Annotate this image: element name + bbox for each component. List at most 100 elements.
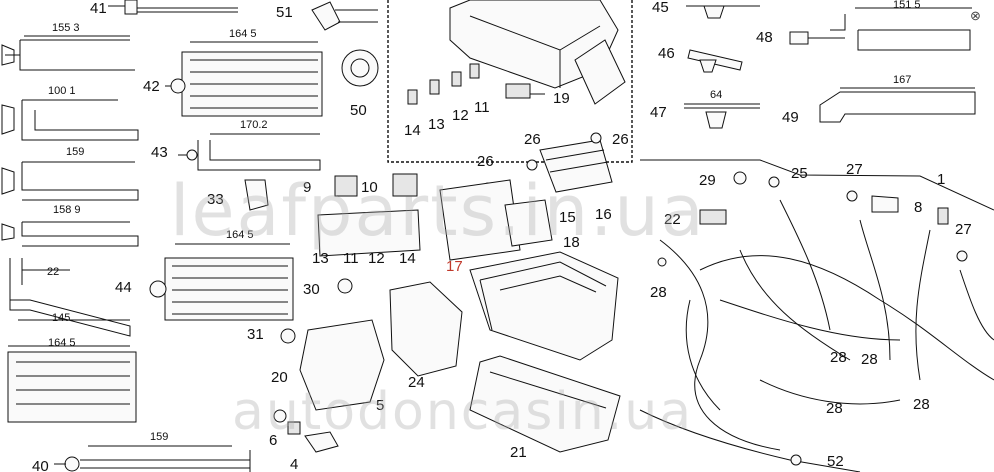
callout-40: 40	[32, 458, 49, 472]
part-42	[165, 41, 323, 117]
dimension-label: 164 5	[48, 337, 76, 349]
callout-13: 13	[428, 116, 445, 133]
part-49	[819, 87, 976, 123]
callout-27: 27	[955, 221, 972, 238]
callout-26: 26	[524, 131, 541, 148]
callout-19: 19	[553, 90, 570, 107]
part-band-1001	[1, 99, 139, 141]
watermark-text: autodoncasin.ua	[232, 382, 694, 442]
callout-17: 17	[446, 258, 463, 275]
dimension-label: 170.2	[240, 119, 268, 131]
dimension-label: 22	[47, 266, 60, 278]
callout-41: 41	[90, 0, 107, 17]
callout-22: 22	[664, 211, 681, 228]
callout-42: 42	[143, 78, 160, 95]
callout-48: 48	[756, 29, 773, 46]
callout-14: 14	[399, 250, 416, 267]
part-40	[54, 445, 251, 472]
callout-14: 14	[404, 122, 421, 139]
callout-28: 28	[650, 284, 667, 301]
part-46	[687, 49, 743, 73]
callout-47: 47	[650, 104, 667, 121]
callout-44: 44	[115, 279, 132, 296]
callout-10: 10	[361, 179, 378, 196]
dimension-label: 145	[52, 312, 71, 324]
close-icon[interactable]: ⊗	[970, 8, 981, 23]
callout-28: 28	[913, 396, 930, 413]
dimension-label: 164 5	[229, 28, 257, 40]
dashed-boundary	[387, 0, 633, 163]
callout-4: 4	[290, 456, 299, 472]
callout-33: 33	[207, 191, 224, 208]
part-band-1515	[789, 7, 972, 51]
part-band-1553	[1, 35, 135, 71]
dimension-label: 158 9	[53, 204, 81, 216]
dimension-label: 159	[150, 431, 169, 443]
callout-11: 11	[343, 250, 359, 267]
callout-28: 28	[826, 400, 843, 417]
callout-8: 8	[914, 199, 923, 216]
callout-12: 12	[452, 107, 469, 124]
callout-18: 18	[563, 234, 580, 251]
callout-46: 46	[658, 45, 675, 62]
parts-11-14-small	[407, 63, 480, 105]
callout-11: 11	[474, 99, 490, 116]
dimension-label: 100 1	[48, 85, 76, 97]
callout-28: 28	[861, 351, 878, 368]
callout-5: 5	[376, 397, 385, 414]
part-fuse-block	[317, 179, 553, 261]
part-cover	[449, 0, 626, 105]
callout-30: 30	[303, 281, 320, 298]
callout-27: 27	[846, 161, 863, 178]
callout-25: 25	[791, 165, 808, 182]
part-band-159	[1, 161, 139, 201]
watermark-text: leafparts.in.ua	[170, 170, 706, 252]
callout-45: 45	[652, 0, 669, 16]
callout-49: 49	[782, 109, 799, 126]
callout-26: 26	[612, 131, 629, 148]
callout-43: 43	[151, 144, 168, 161]
part-45	[686, 5, 760, 19]
dimension-label: 164 5	[226, 229, 254, 241]
callout-29: 29	[699, 172, 716, 189]
part-50	[341, 49, 379, 87]
parts-4-6	[273, 409, 339, 453]
part-43	[178, 133, 321, 171]
part-51	[311, 1, 378, 31]
part-bracket-22-145	[9, 258, 131, 337]
callout-6: 6	[269, 432, 278, 449]
callout-31: 31	[247, 326, 264, 343]
callout-12: 12	[368, 250, 385, 267]
part-band-1645c	[7, 345, 137, 423]
callout-52: 52	[827, 453, 844, 470]
dimension-label: 159	[66, 146, 85, 158]
part-20	[280, 278, 385, 411]
callout-15: 15	[559, 209, 576, 226]
dimension-label: 155 3	[52, 22, 80, 34]
part-19	[505, 83, 545, 99]
dimension-label: 151 5	[893, 0, 921, 11]
dimension-label: 64	[710, 89, 723, 101]
callout-21: 21	[510, 444, 527, 461]
callout-20: 20	[271, 369, 288, 386]
part-47	[684, 103, 760, 129]
part-band-1589	[1, 221, 139, 247]
part-41	[108, 0, 238, 15]
callout-50: 50	[350, 102, 367, 119]
callout-26: 26	[477, 153, 494, 170]
callout-13: 13	[312, 250, 329, 267]
part-44	[149, 243, 294, 321]
callout-1: 1	[937, 171, 946, 188]
part-17-fuse-box	[469, 251, 619, 361]
engine-harness	[639, 159, 994, 472]
parts-9-10-33	[244, 173, 418, 211]
dimension-label: 167	[893, 74, 912, 86]
callout-9: 9	[303, 179, 312, 196]
callout-24: 24	[408, 374, 425, 391]
callout-16: 16	[595, 206, 612, 223]
callout-51: 51	[276, 4, 293, 21]
part-24	[389, 281, 463, 377]
callout-28: 28	[830, 349, 847, 366]
